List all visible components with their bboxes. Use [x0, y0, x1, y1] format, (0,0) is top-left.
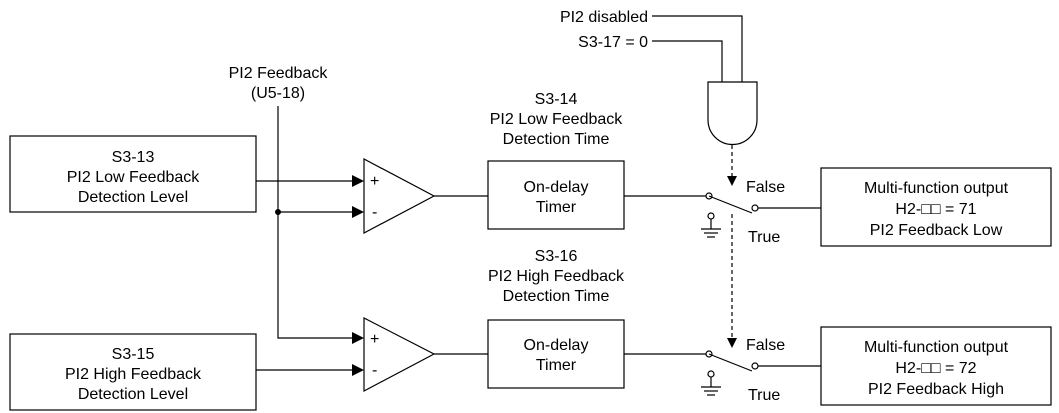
s3-17-label: S3-17 = 0	[578, 34, 648, 51]
low-level-arrow	[352, 175, 364, 187]
feedback-low-arrow	[352, 206, 364, 218]
feedback-junction-dot	[275, 209, 281, 215]
pi2-feedback-param: (U5-18)	[251, 85, 305, 102]
low-level-box: S3-13 PI2 Low Feedback Detection Level	[9, 135, 257, 213]
low-level-subtitle: Detection Level	[78, 189, 188, 206]
high-output-title: Multi-function output	[864, 339, 1009, 356]
low-on-delay-timer: On-delay Timer	[487, 160, 625, 230]
high-output-switch: False True	[701, 337, 785, 404]
high-comparator-minus: -	[372, 362, 377, 379]
high-output-box: Multi-function output H2-□□ = 72 PI2 Fee…	[820, 326, 1052, 406]
feedback-high-arrow	[352, 332, 364, 344]
control-arrow-low	[727, 176, 737, 186]
pi2-disabled-wire	[652, 15, 743, 82]
high-switch-true-label: True	[748, 387, 780, 404]
and-gate-symbol	[707, 81, 758, 146]
s3-17-wire	[652, 40, 723, 82]
high-output-name: PI2 Feedback High	[868, 381, 1004, 398]
low-switch-false-label: False	[746, 179, 785, 196]
low-timer-line2: Timer	[536, 199, 577, 216]
high-time-param: S3-16	[535, 248, 578, 265]
low-output-param: H2-□□ = 71	[895, 201, 976, 218]
low-timer-line1: On-delay	[524, 179, 589, 196]
low-output-box: Multi-function output H2-□□ = 71 PI2 Fee…	[820, 167, 1052, 247]
high-comparator-plus: +	[370, 331, 379, 348]
low-level-title: PI2 Low Feedback	[67, 169, 201, 186]
low-time-title: PI2 Low Feedback	[490, 111, 624, 128]
pi2-feedback-label: PI2 Feedback	[229, 65, 329, 82]
high-time-title: PI2 High Feedback	[488, 268, 625, 285]
low-comparator: + -	[363, 158, 436, 234]
high-level-subtitle: Detection Level	[78, 386, 188, 403]
low-comparator-plus: +	[370, 173, 379, 190]
low-time-subtitle: Detection Time	[503, 131, 610, 148]
high-output-param: H2-□□ = 72	[895, 360, 976, 377]
low-switch-true-label: True	[748, 229, 780, 246]
low-comparator-minus: -	[372, 204, 377, 221]
control-arrow-high	[727, 338, 737, 348]
high-time-subtitle: Detection Time	[503, 288, 610, 305]
high-switch-false-label: False	[746, 337, 785, 354]
and-gate-inputs: PI2 disabled S3-17 = 0	[560, 9, 743, 82]
low-level-param: S3-13	[112, 149, 155, 166]
high-timer-line1: On-delay	[524, 337, 589, 354]
high-level-box: S3-15 PI2 High Feedback Detection Level	[9, 333, 257, 411]
feedback-wire-main	[277, 106, 362, 339]
high-comparator: + -	[363, 317, 436, 392]
low-output-switch: False True	[701, 179, 785, 246]
low-output-title: Multi-function output	[864, 180, 1009, 197]
high-level-arrow	[352, 364, 364, 376]
low-output-name: PI2 Feedback Low	[870, 222, 1003, 239]
high-level-title: PI2 High Feedback	[65, 366, 202, 383]
high-timer-line2: Timer	[536, 357, 577, 374]
high-level-param: S3-15	[112, 346, 155, 363]
low-time-param: S3-14	[535, 91, 578, 108]
pi2-disabled-label: PI2 disabled	[560, 9, 648, 26]
high-on-delay-timer: On-delay Timer	[487, 319, 625, 389]
